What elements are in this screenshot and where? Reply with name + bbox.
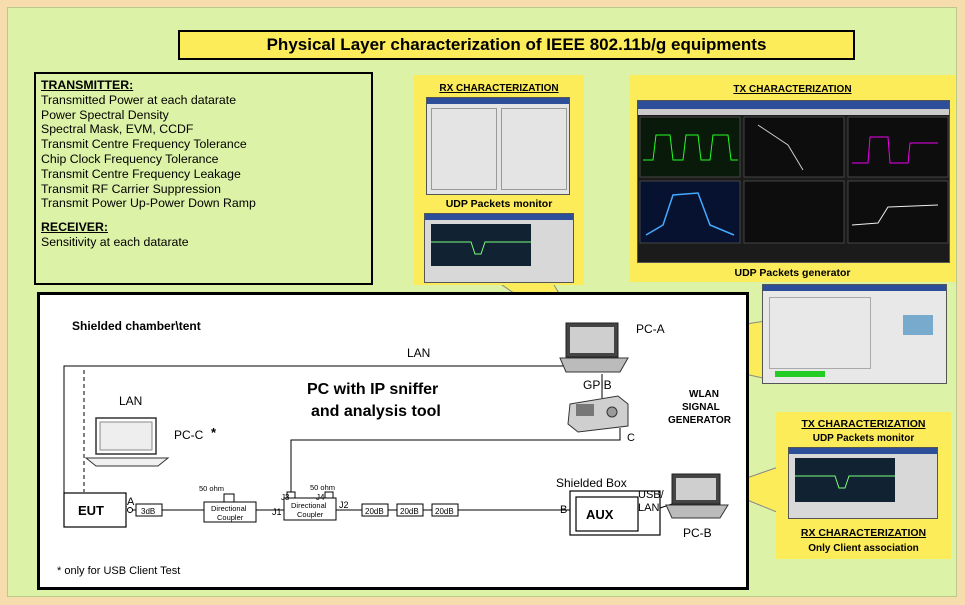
coupler1-line2: Coupler xyxy=(217,513,244,522)
att-3db-label: 3dB xyxy=(141,507,155,516)
att-20db-2-label: 20dB xyxy=(400,507,419,516)
pc-a-label: PC-A xyxy=(636,322,665,336)
tx-bottom-title: TX CHARACTERIZATION xyxy=(801,418,926,430)
rx-top-callout: RX CHARACTERIZATION UDP Packets monitor xyxy=(414,75,584,285)
att-20db-1 xyxy=(361,503,389,517)
port-a-node xyxy=(127,507,133,513)
ohm1-label: 50 ohm xyxy=(199,484,224,493)
rx-top-title: RX CHARACTERIZATION xyxy=(439,83,559,94)
tx-item: Power Spectral Density xyxy=(41,107,169,122)
title-box: Physical Layer characterization of IEEE … xyxy=(178,30,855,60)
pc-b-label: PC-B xyxy=(683,526,712,540)
wlan-line1: WLAN xyxy=(689,389,719,400)
udp-generator-screenshot xyxy=(762,284,947,384)
sniffer-line1: PC with IP sniffer xyxy=(307,381,438,398)
coupler-1-load xyxy=(223,493,235,503)
eut-box xyxy=(63,492,127,528)
att-20db-1-label: 20dB xyxy=(365,507,384,516)
usb-label: USB/ xyxy=(638,489,665,501)
pc-b-laptop xyxy=(665,473,729,519)
signal-generator xyxy=(567,395,629,433)
j2-label: J2 xyxy=(339,500,349,510)
pc-c-star: * xyxy=(211,425,217,440)
page-title: Physical Layer characterization of IEEE … xyxy=(266,35,767,54)
j4-port xyxy=(324,491,334,499)
coupler2-line2: Coupler xyxy=(297,510,324,519)
receiver-heading: RECEIVER: xyxy=(41,220,108,235)
tx-item: Transmitted Power at each datarate xyxy=(41,92,237,107)
tx-bottom-caption: UDP Packets monitor xyxy=(812,433,915,444)
wlan-line3: GENERATOR xyxy=(668,415,732,426)
chamber-label: Shielded chamber\tent xyxy=(72,319,201,333)
udp-monitor-trace xyxy=(431,241,531,255)
generator-cable xyxy=(290,428,621,495)
j3-port xyxy=(286,491,296,499)
rx-top-caption: UDP Packets monitor xyxy=(445,198,553,210)
udp-monitor-screenshot-2 xyxy=(788,447,938,519)
aux-label: AUX xyxy=(586,507,614,522)
j4-label: J4 xyxy=(316,493,325,502)
coupler1-line1: Directional xyxy=(211,504,247,513)
coupler2-line1: Directional xyxy=(291,501,327,510)
tx-item: Transmit Centre Frequency Tolerance xyxy=(41,137,247,152)
att-3db xyxy=(135,503,163,517)
tx-top-title: TX CHARACTERIZATION xyxy=(733,84,852,95)
port-c-label: C xyxy=(627,432,635,444)
eut-label: EUT xyxy=(78,503,104,518)
tx-item: Chip Clock Frequency Tolerance xyxy=(41,151,219,166)
rx-settings-screenshot xyxy=(426,97,570,195)
transmitter-heading: TRANSMITTER: xyxy=(41,78,134,92)
att-20db-2 xyxy=(396,503,424,517)
coupler-2 xyxy=(283,497,337,521)
footnote: * only for USB Client Test xyxy=(57,565,180,577)
tx-item: Transmit Power Up-Power Down Ramp xyxy=(41,196,256,211)
udp-monitor-trace-2 xyxy=(795,475,895,489)
udp-monitor-screenshot xyxy=(424,213,574,283)
lan-cable xyxy=(63,365,563,495)
rx-bottom-title: RX CHARACTERIZATION xyxy=(800,527,927,539)
ohm2-label: 50 ohm xyxy=(310,483,335,492)
pc-c-laptop xyxy=(84,417,170,467)
spectrum-traces xyxy=(639,116,949,244)
pc-a-laptop xyxy=(559,322,629,373)
rx-bottom-caption: Only Client association xyxy=(808,543,919,554)
tx-item: Spectral Mask, EVM, CCDF xyxy=(41,122,194,137)
tx-top-caption: UDP Packets generator xyxy=(734,267,851,279)
rx-item: Sensitivity at each datarate xyxy=(41,234,189,249)
att-20db-3 xyxy=(431,503,459,517)
shielded-box-label: Shielded Box xyxy=(556,476,627,490)
tx-item: Transmit RF Carrier Suppression xyxy=(41,181,221,196)
spectrum-analyzer-screenshot xyxy=(637,100,950,263)
aux-box xyxy=(575,496,639,532)
lan-top-label: LAN xyxy=(407,346,430,360)
att-20db-3-label: 20dB xyxy=(435,507,454,516)
tx-top-callout: TX CHARACTERIZATION UDP Packets generato… xyxy=(630,75,955,282)
tx-item: Transmit Centre Frequency Leakage xyxy=(41,166,241,181)
sniffer-line2: and analysis tool xyxy=(311,403,441,420)
bottom-callout: TX CHARACTERIZATION UDP Packets monitor … xyxy=(776,412,951,559)
rx-bottom-title-wrap: RX CHARACTERIZATION xyxy=(776,527,951,539)
pc-c-label: PC-C xyxy=(174,428,204,442)
lan-pcb-label: LAN xyxy=(638,502,659,514)
port-b-label: B xyxy=(560,504,567,516)
lan-pc-c-label: LAN xyxy=(119,394,142,408)
gpib-label: GPIB xyxy=(583,378,612,392)
port-a-label: A xyxy=(127,496,135,508)
wlan-line2: SIGNAL xyxy=(682,402,720,413)
j1-label: J1 xyxy=(272,507,282,517)
j3-label: J3 xyxy=(281,493,290,502)
requirements-box: TRANSMITTER: Transmitted Power at each d… xyxy=(34,72,373,285)
